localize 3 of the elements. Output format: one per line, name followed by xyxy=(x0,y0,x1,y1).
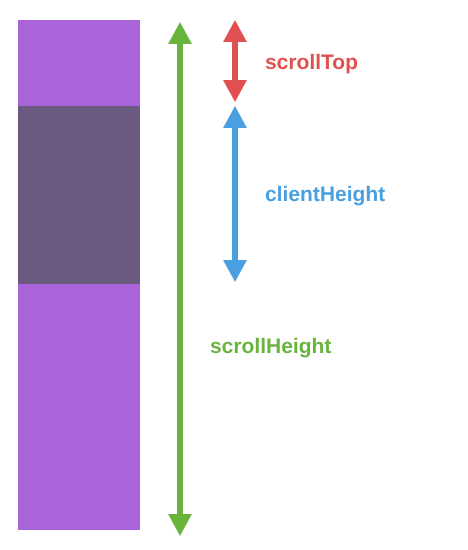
measure-label: scrollTop xyxy=(265,51,358,75)
measure-label: scrollHeight xyxy=(210,335,332,359)
measure-label: clientHeight xyxy=(265,183,386,207)
